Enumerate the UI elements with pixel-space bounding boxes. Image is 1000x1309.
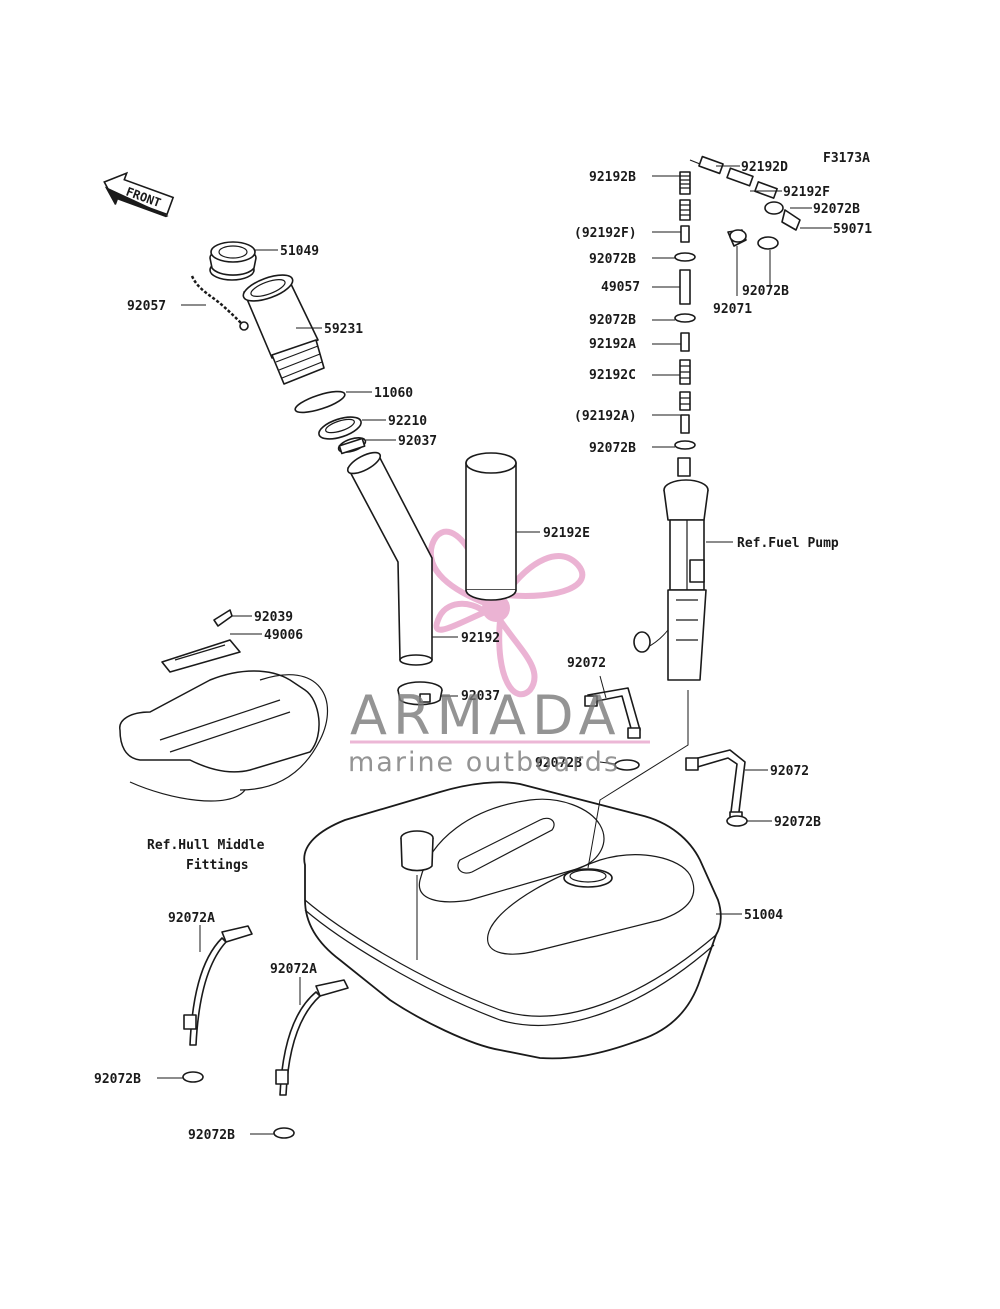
leader-lines bbox=[157, 165, 832, 1135]
label-92192F-paren: (92192F) bbox=[574, 226, 637, 241]
label-92072-right: 92072 bbox=[770, 764, 809, 779]
label-92039: 92039 bbox=[254, 610, 293, 625]
strap-92072-mid bbox=[584, 687, 641, 739]
hose-92192E bbox=[465, 452, 517, 601]
diagram-code: F3173A bbox=[823, 151, 870, 166]
label-49006: 49006 bbox=[264, 628, 303, 643]
label-92071: 92071 bbox=[713, 302, 752, 317]
label-92072B-bm: 92072B bbox=[188, 1128, 235, 1143]
filler-neck bbox=[242, 274, 325, 385]
label-11060: 11060 bbox=[374, 386, 413, 401]
fuel-pump bbox=[633, 457, 709, 681]
circlips bbox=[182, 759, 748, 1139]
valve-stack bbox=[674, 171, 696, 450]
label-92057: 92057 bbox=[127, 299, 166, 314]
watermark-brand: ARMADA bbox=[350, 684, 622, 747]
label-51049: 51049 bbox=[280, 244, 319, 259]
strap-92072A-mid bbox=[275, 979, 349, 1096]
label-92072B-mid: 92072B bbox=[535, 756, 582, 771]
label-92192B-top: 92192B bbox=[589, 170, 636, 185]
label-92072B-s3: 92072B bbox=[589, 441, 636, 456]
diagonal-fittings bbox=[689, 155, 801, 250]
clamp-92037-mid bbox=[397, 681, 443, 706]
label-92192F: 92192F bbox=[783, 185, 830, 200]
cap-tether bbox=[190, 275, 249, 331]
label-59231: 59231 bbox=[324, 322, 363, 337]
filler-cap bbox=[209, 241, 257, 281]
label-92192E: 92192E bbox=[543, 526, 590, 541]
nut-92210 bbox=[318, 416, 362, 440]
label-92192A-paren: (92192A) bbox=[574, 409, 637, 424]
label-92072B-r2: 92072B bbox=[742, 284, 789, 299]
label-59071: 59071 bbox=[833, 222, 872, 237]
label-92072B-s1: 92072B bbox=[589, 252, 636, 267]
label-92072B-bl: 92072B bbox=[94, 1072, 141, 1087]
label-92072B-s2: 92072B bbox=[589, 313, 636, 328]
label-ref-fuel-pump: Ref.Fuel Pump bbox=[737, 536, 839, 551]
watermark: ARMADA marine outboards bbox=[348, 684, 650, 778]
label-92192A: 92192A bbox=[589, 337, 636, 352]
watermark-tagline: marine outboards bbox=[348, 747, 620, 778]
gasket-11060 bbox=[294, 390, 346, 414]
strap-92072A-left bbox=[183, 925, 253, 1046]
label-92192D: 92192D bbox=[741, 160, 788, 175]
label-92192: 92192 bbox=[461, 631, 500, 646]
fuel-tank bbox=[303, 781, 722, 1060]
part-labels: F3173A 92192B 92192D 92192F 92072B 59071… bbox=[94, 151, 872, 1143]
clamp-92037-top bbox=[337, 437, 367, 455]
label-92037-top: 92037 bbox=[398, 434, 437, 449]
label-92072A-mid: 92072A bbox=[270, 962, 317, 977]
label-92072B-right: 92072B bbox=[774, 815, 821, 830]
hose-92192 bbox=[346, 451, 433, 666]
label-92072B-r1: 92072B bbox=[813, 202, 860, 217]
label-92210: 92210 bbox=[388, 414, 427, 429]
label-92072-mid: 92072 bbox=[567, 656, 606, 671]
strap-92072-right bbox=[685, 749, 746, 825]
label-ref-hull-1: Ref.Hull Middle bbox=[147, 838, 265, 853]
label-92072A-left: 92072A bbox=[168, 911, 215, 926]
hull-bracket bbox=[119, 609, 329, 802]
label-92037-mid: 92037 bbox=[461, 689, 500, 704]
label-ref-hull-2: Fittings bbox=[186, 858, 249, 873]
front-arrow-icon: FRONT bbox=[103, 171, 175, 218]
label-49057: 49057 bbox=[601, 280, 640, 295]
label-92192C: 92192C bbox=[589, 368, 636, 383]
label-51004: 51004 bbox=[744, 908, 783, 923]
